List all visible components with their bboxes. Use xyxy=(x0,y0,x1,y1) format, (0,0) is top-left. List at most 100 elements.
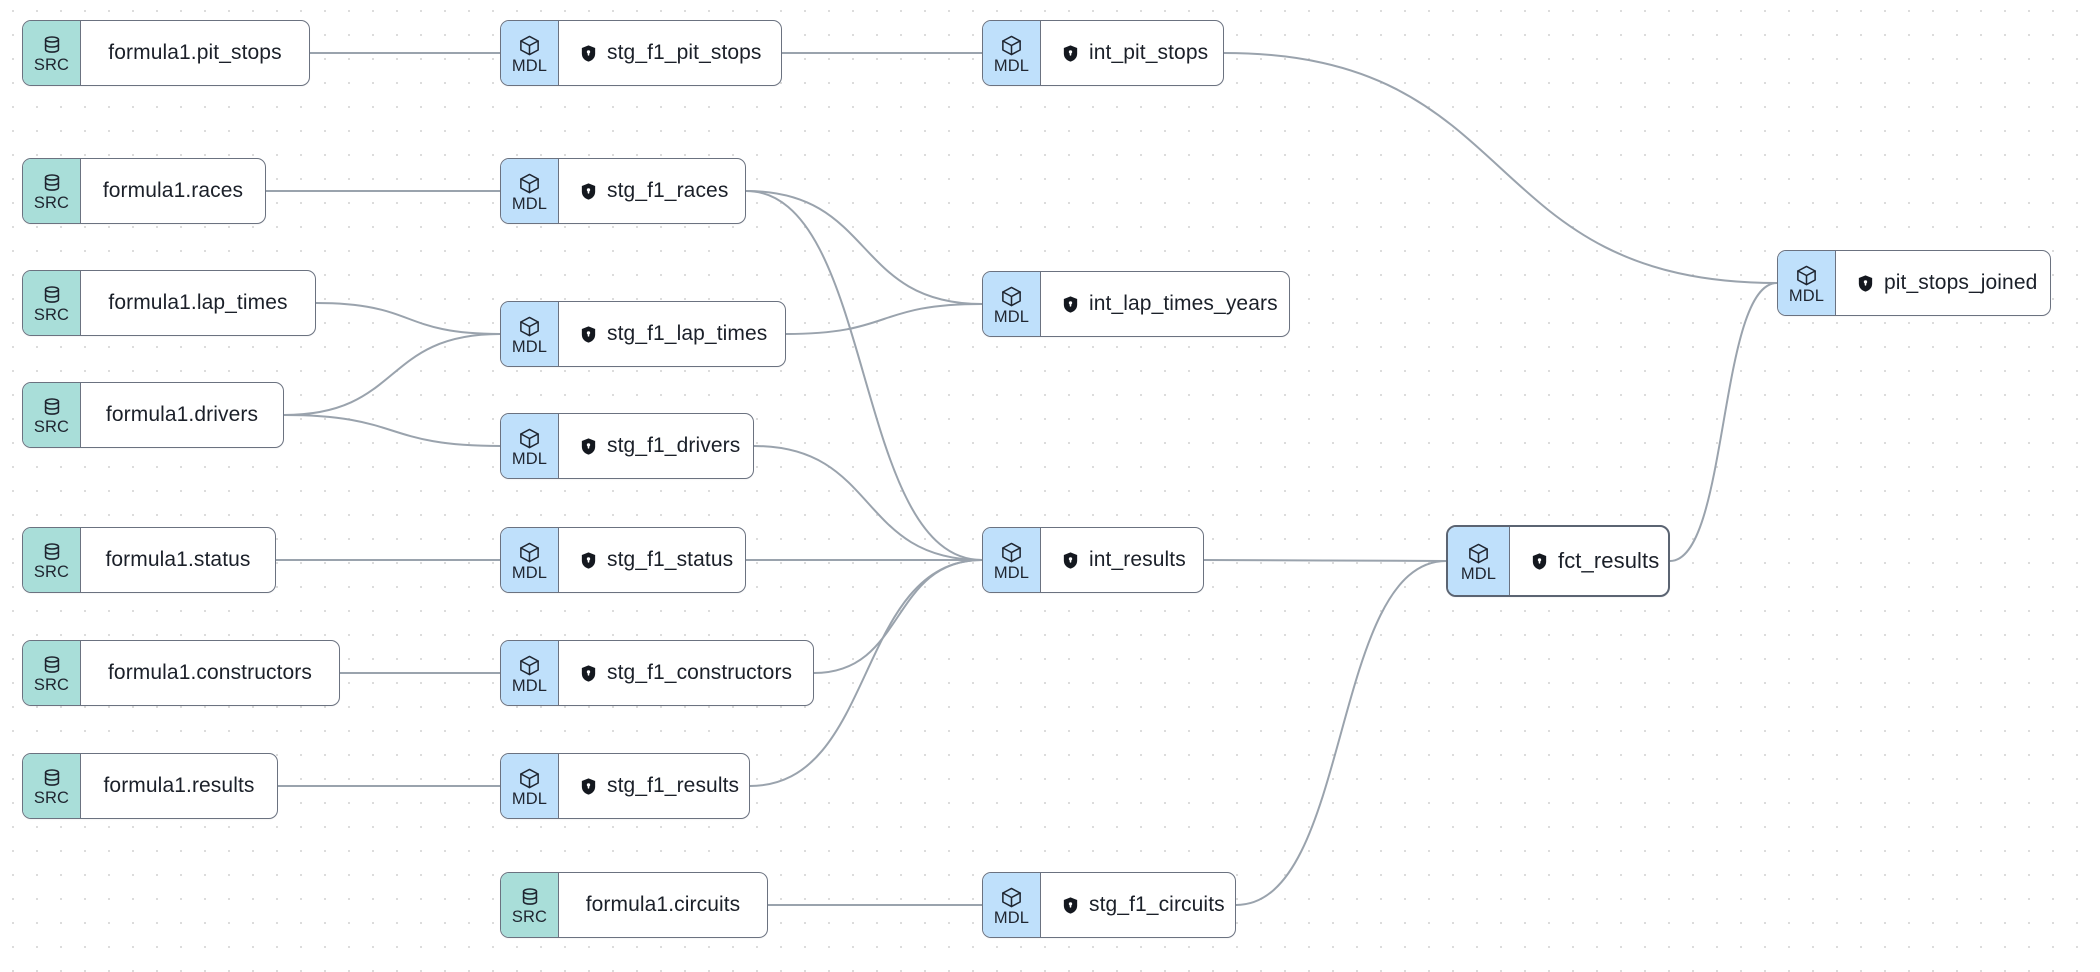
lineage-node-stg_pit_stops[interactable]: MDL stg_f1_pit_stops xyxy=(500,20,782,86)
node-body: formula1.results xyxy=(81,754,277,818)
node-label: formula1.races xyxy=(102,179,244,202)
lineage-node-int_results[interactable]: MDL int_results xyxy=(982,527,1204,593)
badge-label: SRC xyxy=(33,563,70,582)
cube-icon xyxy=(1000,285,1023,308)
lineage-node-stg_circuits[interactable]: MDL stg_f1_circuits xyxy=(982,872,1236,938)
badge-label: MDL xyxy=(993,307,1030,326)
lineage-node-src_pit_stops[interactable]: SRC formula1.pit_stops xyxy=(22,20,310,86)
badge-label: SRC xyxy=(33,56,70,75)
node-body: formula1.status xyxy=(81,528,275,592)
node-label: int_lap_times_years xyxy=(1089,292,1278,315)
lineage-node-src_status[interactable]: SRC formula1.status xyxy=(22,527,276,593)
node-label: stg_f1_races xyxy=(607,179,729,202)
model-type-badge: MDL xyxy=(501,754,559,818)
cube-icon xyxy=(518,315,541,338)
model-type-badge: MDL xyxy=(501,414,559,478)
database-icon xyxy=(41,541,63,563)
node-label: stg_f1_status xyxy=(607,548,734,571)
source-type-badge: SRC xyxy=(23,383,81,447)
lineage-node-src_races[interactable]: SRC formula1.races xyxy=(22,158,266,224)
node-label: fct_results xyxy=(1558,548,1660,573)
shield-lock-icon xyxy=(1061,896,1080,915)
badge-label: SRC xyxy=(511,908,548,927)
database-icon xyxy=(41,396,63,418)
source-type-badge: SRC xyxy=(23,159,81,223)
node-label: formula1.constructors xyxy=(107,661,312,684)
badge-label: MDL xyxy=(993,908,1030,927)
badge-label: SRC xyxy=(33,194,70,213)
node-body: stg_f1_status xyxy=(559,528,745,592)
shield-lock-icon xyxy=(579,182,598,201)
source-type-badge: SRC xyxy=(23,641,81,705)
node-body: formula1.pit_stops xyxy=(81,21,309,85)
node-label: formula1.results xyxy=(103,774,255,797)
badge-label: MDL xyxy=(511,449,548,468)
model-type-badge: MDL xyxy=(983,528,1041,592)
node-body: stg_f1_results xyxy=(559,754,749,818)
lineage-node-src_circuits[interactable]: SRC formula1.circuits xyxy=(500,872,768,938)
node-body: formula1.races xyxy=(81,159,265,223)
badge-label: MDL xyxy=(511,56,548,75)
lineage-node-int_lap_times_years[interactable]: MDL int_lap_times_years xyxy=(982,271,1290,337)
node-label: int_pit_stops xyxy=(1089,41,1209,64)
node-body: formula1.circuits xyxy=(559,873,767,937)
badge-label: MDL xyxy=(511,563,548,582)
lineage-node-src_constructors[interactable]: SRC formula1.constructors xyxy=(22,640,340,706)
cube-icon xyxy=(518,427,541,450)
node-body: int_lap_times_years xyxy=(1041,272,1289,336)
shield-lock-icon xyxy=(579,437,598,456)
lineage-node-int_pit_stops[interactable]: MDL int_pit_stops xyxy=(982,20,1224,86)
node-body: int_results xyxy=(1041,528,1203,592)
lineage-node-stg_constructors[interactable]: MDL stg_f1_constructors xyxy=(500,640,814,706)
shield-lock-icon xyxy=(1061,551,1080,570)
node-body: formula1.constructors xyxy=(81,641,339,705)
node-label: stg_f1_circuits xyxy=(1089,893,1225,916)
lineage-node-stg_status[interactable]: MDL stg_f1_status xyxy=(500,527,746,593)
source-type-badge: SRC xyxy=(23,754,81,818)
node-body: pit_stops_joined xyxy=(1836,251,2050,315)
node-body: stg_f1_circuits xyxy=(1041,873,1235,937)
lineage-edge-stg_lap_times-to-int_lap_times_years xyxy=(785,303,983,335)
badge-label: MDL xyxy=(1788,286,1825,305)
lineage-edge-src_lap_times-to-stg_lap_times xyxy=(315,302,501,335)
cube-icon xyxy=(518,172,541,195)
node-label: formula1.pit_stops xyxy=(108,41,282,64)
shield-lock-icon xyxy=(579,325,598,344)
node-label: stg_f1_constructors xyxy=(607,661,793,684)
source-type-badge: SRC xyxy=(23,528,81,592)
lineage-node-src_results[interactable]: SRC formula1.results xyxy=(22,753,278,819)
cube-icon xyxy=(518,654,541,677)
lineage-edge-stg_races-to-int_lap_times_years xyxy=(745,190,983,305)
lineage-edge-fct_results-to-pit_stops_joined xyxy=(1669,282,1778,562)
node-body: formula1.lap_times xyxy=(81,271,315,335)
node-label: formula1.circuits xyxy=(585,893,741,916)
cube-icon xyxy=(1000,541,1023,564)
lineage-node-pit_stops_joined[interactable]: MDL pit_stops_joined xyxy=(1777,250,2051,316)
cube-icon xyxy=(1795,264,1818,287)
lineage-edge-int_pit_stops-to-pit_stops_joined xyxy=(1223,52,1778,284)
node-label: int_results xyxy=(1089,548,1186,571)
source-type-badge: SRC xyxy=(23,21,81,85)
model-type-badge: MDL xyxy=(501,302,559,366)
badge-label: MDL xyxy=(993,563,1030,582)
badge-label: MDL xyxy=(511,194,548,213)
node-label: stg_f1_pit_stops xyxy=(607,41,762,64)
node-body: stg_f1_lap_times xyxy=(559,302,785,366)
shield-lock-icon xyxy=(1061,44,1080,63)
lineage-edge-stg_constructors-to-int_results xyxy=(813,559,983,674)
model-type-badge: MDL xyxy=(501,641,559,705)
badge-label: SRC xyxy=(33,418,70,437)
badge-label: MDL xyxy=(993,56,1030,75)
shield-lock-icon xyxy=(579,777,598,796)
database-icon xyxy=(41,34,63,56)
lineage-node-stg_races[interactable]: MDL stg_f1_races xyxy=(500,158,746,224)
database-icon xyxy=(519,886,541,908)
node-body: stg_f1_constructors xyxy=(559,641,813,705)
